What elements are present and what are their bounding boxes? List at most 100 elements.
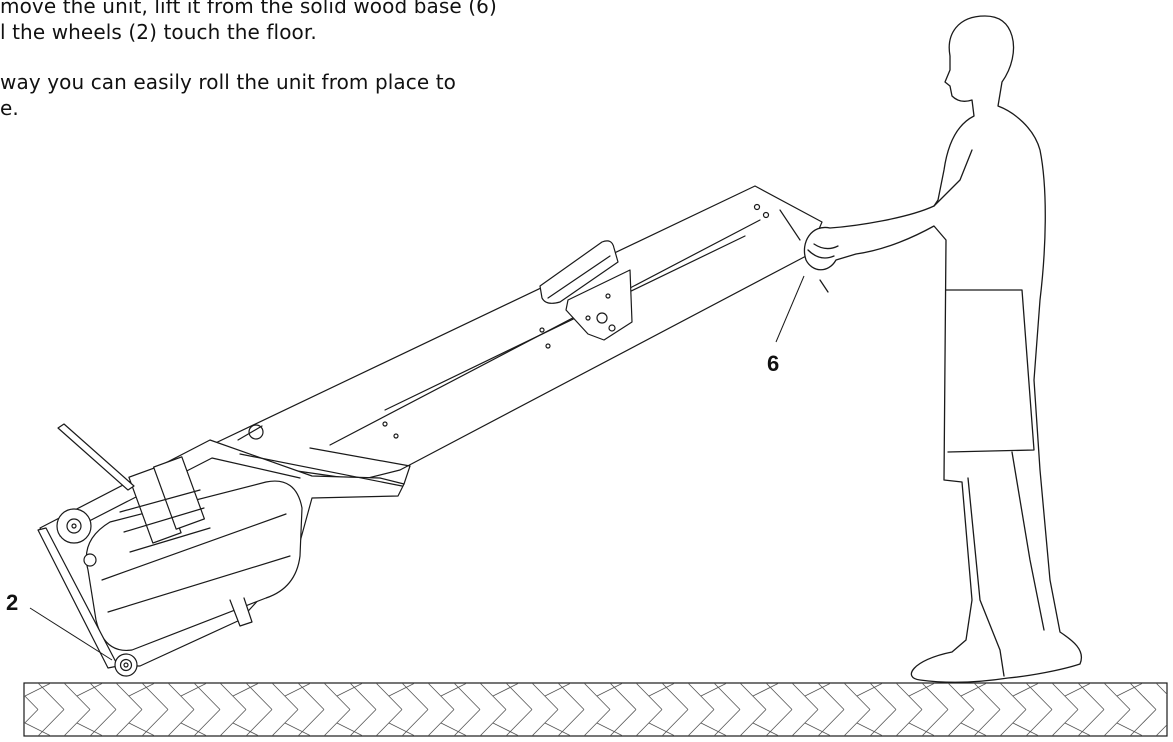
instruction-line-3: way you can easily roll the unit from pl…: [0, 70, 457, 94]
floor-pattern-line: [24, 683, 52, 697]
floor-pattern-line: [427, 709, 455, 736]
callout-2-leader: [29, 607, 113, 661]
floor-pattern-line: [531, 709, 559, 736]
floor-pattern-line: [960, 722, 988, 736]
floor-pattern-line: [752, 683, 780, 697]
floor-pattern-line: [323, 683, 351, 710]
floor-pattern-line: [1051, 709, 1079, 736]
floor-pattern-line: [999, 683, 1027, 710]
person-body: [803, 15, 1083, 683]
floor-pattern-line: [947, 683, 975, 710]
floor-pattern-line: [1103, 709, 1131, 736]
pulley-wheel: [56, 508, 97, 567]
floor-pattern-line: [479, 709, 507, 736]
floor-pattern-line: [1103, 683, 1131, 710]
floor-pattern-line: [375, 709, 403, 736]
floor-pattern-line: [440, 722, 468, 736]
floor-pattern-line: [1116, 722, 1144, 736]
floor-pattern-line: [388, 683, 416, 697]
callout-label-2: 2: [6, 590, 19, 615]
floor-pattern-line: [895, 709, 923, 736]
floor-pattern-line: [583, 709, 611, 736]
floor-pattern-line: [739, 709, 767, 736]
floor-pattern-line: [739, 683, 767, 710]
floor-pattern-line: [908, 683, 936, 697]
floor-pattern-line: [115, 683, 143, 710]
floor-pattern-line: [1012, 722, 1040, 736]
floor-pattern-line: [1169, 723, 1173, 736]
floor-pattern-line: [479, 683, 507, 710]
floor-pattern-line: [336, 722, 364, 736]
floor-pattern-line: [1051, 683, 1079, 710]
floor-pattern-line: [791, 683, 819, 710]
floor-pattern-line: [0, 710, 12, 737]
floor-pattern-line: [232, 683, 260, 697]
floor-pattern-line: [24, 709, 39, 725]
floor-pattern-line: [323, 709, 351, 736]
paddle-assembly: [119, 456, 211, 553]
floor-pattern-line: [1155, 683, 1167, 695]
floor-pattern-line: [76, 722, 104, 736]
floor-pattern-line: [1064, 722, 1092, 736]
floor-pattern-line: [1169, 683, 1173, 696]
floor-pattern-line: [63, 683, 91, 710]
floor-pattern-line: [284, 683, 312, 697]
floor-pattern-line: [0, 683, 12, 710]
floor-pattern-line: [232, 722, 260, 736]
floor-pattern-line: [635, 683, 663, 710]
floor-pattern-line: [1064, 683, 1092, 697]
floor-pattern-line: [856, 722, 884, 736]
floor-pattern-line: [596, 722, 624, 736]
wheel-icon: [114, 653, 138, 677]
floor-pattern-line: [843, 709, 871, 736]
floor-pattern-line: [531, 683, 559, 710]
floor-pattern-line: [648, 683, 676, 697]
floor-pattern-line: [791, 709, 819, 736]
floor-pattern-line: [180, 683, 208, 697]
floor-pattern-line: [167, 683, 195, 710]
floor-pattern-line: [960, 683, 988, 697]
floor-pattern-line: [856, 683, 884, 697]
callout-label-6: 6: [767, 351, 780, 376]
floor-pattern-line: [583, 683, 611, 710]
floor-pattern-line: [687, 683, 715, 710]
floor-pattern-line: [440, 683, 468, 697]
floor-pattern-line: [219, 709, 247, 736]
floor-pattern-line: [375, 683, 403, 710]
callout-6-leader: [775, 275, 805, 343]
floor-pattern-line: [544, 683, 572, 697]
floor-pattern-line: [1012, 683, 1040, 697]
seat: [539, 240, 633, 341]
floor: [0, 682, 1173, 737]
person-figure: [803, 15, 1083, 683]
floor-pattern-line: [115, 709, 143, 736]
floor-pattern-line: [24, 722, 52, 736]
floor-pattern-line: [492, 722, 520, 736]
floor-pattern-line: [908, 722, 936, 736]
floor-pattern-line: [1116, 683, 1144, 697]
floor-pattern-line: [700, 683, 728, 697]
floor-pattern-line: [63, 709, 91, 736]
floor-pattern-line: [895, 683, 923, 710]
floor-pattern-line: [427, 683, 455, 710]
floor-pattern-line: [947, 709, 975, 736]
floor-pattern-line: [76, 683, 104, 697]
floor-pattern-line: [596, 683, 624, 697]
instruction-line-4: e.: [0, 96, 19, 120]
floor-pattern-line: [1155, 724, 1167, 736]
floor-pattern-line: [336, 683, 364, 697]
floor-pattern-line: [804, 722, 832, 736]
floor-pattern-line: [271, 709, 299, 736]
instruction-line-1: move the unit, lift it from the solid wo…: [0, 0, 497, 18]
floor-pattern-line: [219, 683, 247, 710]
floor-pattern-line: [635, 709, 663, 736]
floor-pattern-line: [492, 683, 520, 697]
floor-pattern-line: [180, 722, 208, 736]
floor-pattern-line: [843, 683, 871, 710]
floor-pattern-line: [648, 722, 676, 736]
floor-pattern-line: [752, 722, 780, 736]
floor-pattern-line: [128, 683, 156, 697]
instruction-line-2: l the wheels (2) touch the floor.: [0, 20, 317, 44]
